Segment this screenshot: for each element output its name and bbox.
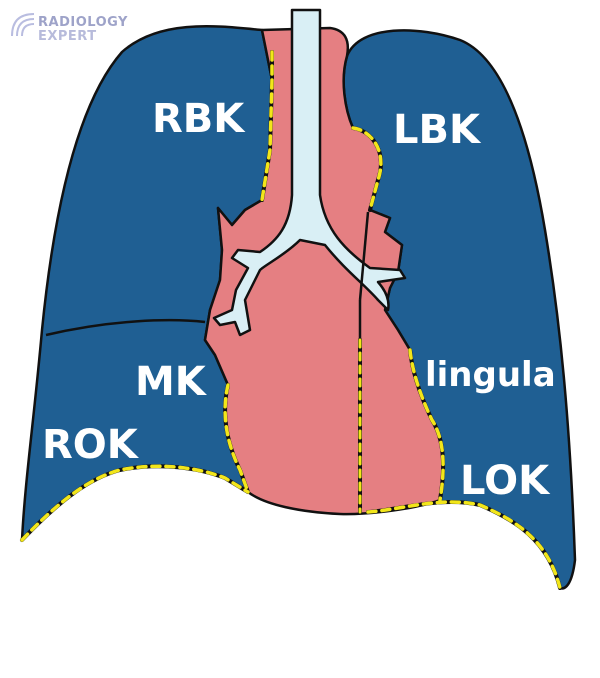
lingula-boundary <box>408 348 445 502</box>
right-horizontal-fissure <box>45 318 206 337</box>
right-upper-boundary <box>260 50 274 202</box>
logo-text-expert: EXPERT <box>38 29 97 44</box>
label-lingula: lingula <box>425 355 556 395</box>
left-upper-boundary <box>351 126 383 212</box>
right-diaphragm-boundary <box>20 464 250 542</box>
right-middle-boundary <box>223 383 250 494</box>
label-rbk: RBK <box>152 96 246 142</box>
logo-mark-icon <box>11 13 35 37</box>
left-diaphragm-boundary <box>366 500 562 590</box>
label-rok: ROK <box>42 422 140 468</box>
lobe-boundaries <box>20 50 562 590</box>
label-mk: MK <box>135 359 208 405</box>
label-lok: LOK <box>460 458 551 504</box>
radiology-expert-logo: RADIOLOGY EXPERT <box>11 13 128 44</box>
trachea-bronchi <box>212 8 407 337</box>
logo-text-radiology: RADIOLOGY <box>38 15 128 30</box>
left-oblique-fissure-upper <box>358 211 370 301</box>
label-lbk: LBK <box>393 107 482 153</box>
